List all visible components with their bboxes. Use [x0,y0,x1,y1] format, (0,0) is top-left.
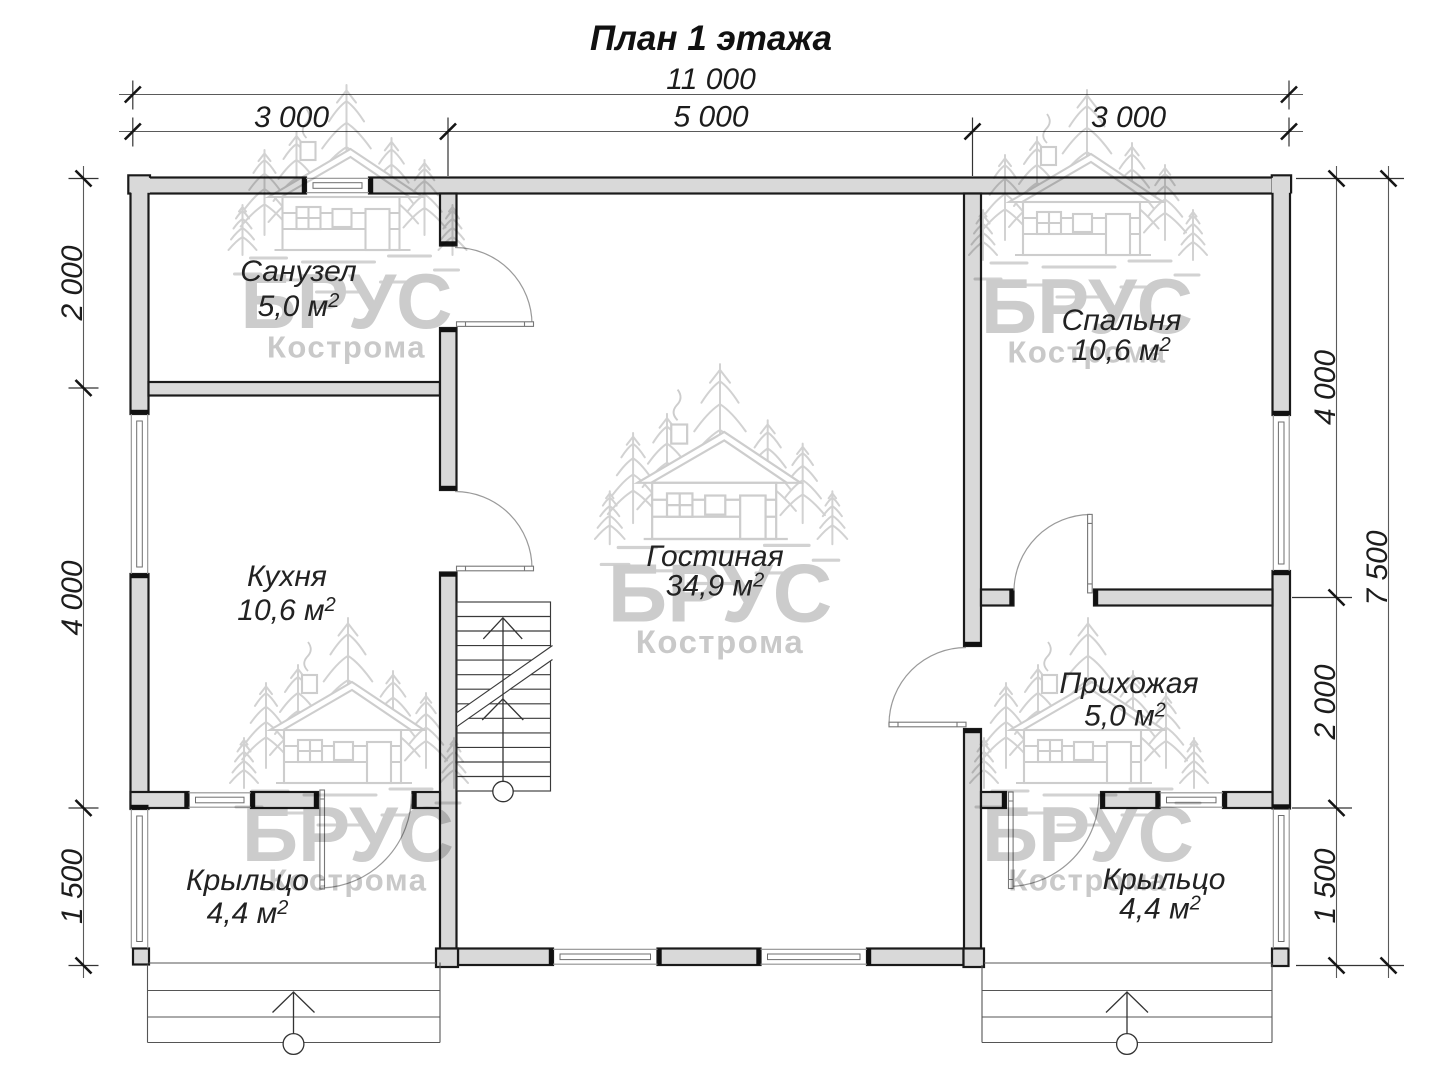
svg-text:1 500: 1 500 [56,849,89,924]
svg-text:11 000: 11 000 [666,63,756,96]
svg-text:34,9 м2: 34,9 м2 [666,570,764,603]
svg-text:1 500: 1 500 [1309,848,1342,923]
svg-text:5,0 м2: 5,0 м2 [258,290,340,323]
svg-text:4,4 м2: 4,4 м2 [207,897,289,930]
svg-text:4 000: 4 000 [56,560,89,635]
svg-text:Спальня: Спальня [1062,304,1182,337]
svg-text:Прихожая: Прихожая [1059,667,1198,700]
svg-text:3 000: 3 000 [254,101,329,134]
svg-text:2 000: 2 000 [56,245,89,321]
svg-text:Крыльцо: Крыльцо [186,864,309,897]
svg-text:Гостиная: Гостиная [646,540,783,573]
svg-text:Санузел: Санузел [240,255,356,288]
svg-text:3 000: 3 000 [1091,101,1166,134]
svg-text:10,6 м2: 10,6 м2 [237,594,335,627]
svg-text:План 1 этажа: План 1 этажа [590,19,832,58]
svg-text:4,4 м2: 4,4 м2 [1119,893,1201,926]
svg-text:7 500: 7 500 [1361,530,1394,605]
svg-text:Крыльцо: Крыльцо [1103,863,1226,896]
svg-text:Кухня: Кухня [247,560,327,593]
svg-text:5 000: 5 000 [673,101,748,134]
svg-text:4 000: 4 000 [1309,350,1342,425]
svg-text:2 000: 2 000 [1309,664,1342,740]
svg-text:5,0 м2: 5,0 м2 [1084,700,1166,733]
svg-text:10,6 м2: 10,6 м2 [1072,334,1170,367]
